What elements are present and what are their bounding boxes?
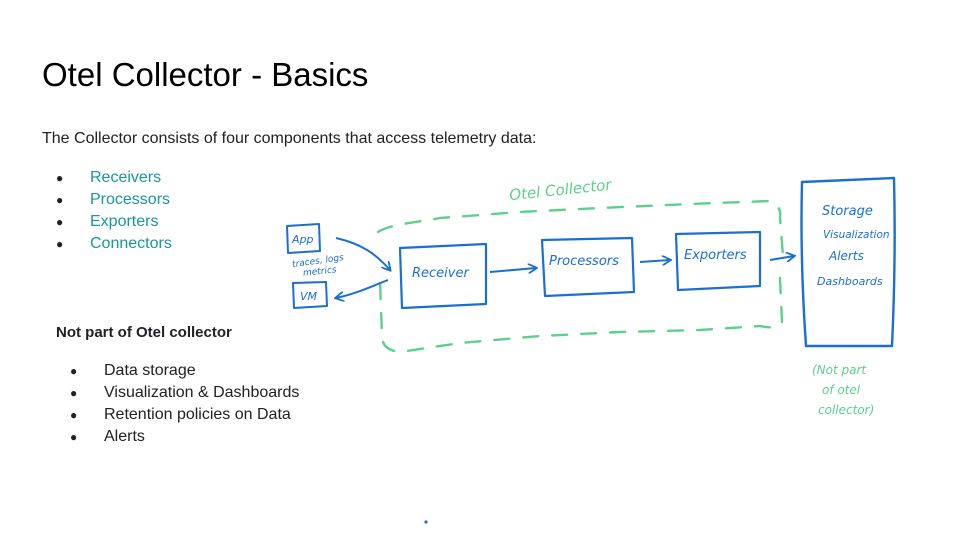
note-line-3: collector)	[818, 403, 874, 417]
processors-label: Processors	[549, 254, 619, 269]
exporters-label: Exporters	[684, 248, 747, 263]
dashboards-label: Dashboards	[817, 275, 883, 288]
processors-to-exporters-arrow	[639, 260, 670, 262]
processors-node: Processors	[540, 236, 636, 298]
bullet-dot: ●	[56, 193, 64, 207]
not-part-item: Alerts	[104, 428, 145, 445]
not-part-item: Visualization & Dashboards	[104, 384, 300, 401]
bullet-dot: ●	[56, 237, 64, 251]
storage-label: Storage	[822, 204, 873, 219]
not-part-heading: Not part of Otel collector	[56, 324, 232, 341]
vm-receiver-arrow	[336, 279, 389, 298]
exporters-node: Exporters	[674, 230, 762, 292]
vm-node: VM	[292, 281, 328, 309]
component-processors-link[interactable]: Processors	[90, 191, 171, 208]
note-line-2: of otel	[822, 383, 861, 397]
app-node: App	[286, 223, 321, 254]
bullet-dot: ●	[70, 408, 78, 422]
alerts-label: Alerts	[828, 249, 864, 263]
storage-node: Storage Visualization Alerts Dashboards	[800, 176, 896, 348]
collector-label: Otel Collector	[508, 176, 613, 205]
bullet-dot: ●	[56, 171, 64, 185]
visualization-label: Visualization	[823, 229, 890, 241]
component-receivers-link[interactable]: Receivers	[90, 169, 162, 186]
component-connectors-link[interactable]: Connectors	[90, 235, 172, 252]
note-line-1: (Not part	[812, 363, 867, 377]
signals-label-2: metrics	[303, 265, 338, 278]
bullet-dot: ●	[70, 364, 78, 378]
ink-dot	[424, 520, 428, 524]
vm-label: VM	[300, 290, 318, 303]
bullet-dot: ●	[56, 215, 64, 229]
not-part-item: Retention policies on Data	[104, 406, 291, 423]
receiver-label: Receiver	[412, 266, 470, 281]
app-label: App	[291, 233, 314, 246]
receiver-node: Receiver	[398, 242, 488, 310]
exporters-to-storage-arrow	[769, 256, 794, 260]
intro-text: The Collector consists of four component…	[42, 130, 537, 147]
receiver-to-processors-arrow	[489, 268, 536, 272]
component-exporters-link[interactable]: Exporters	[90, 213, 159, 230]
not-part-item: Data storage	[104, 362, 196, 379]
bullet-dot: ●	[70, 430, 78, 444]
slide-title: Otel Collector - Basics	[42, 56, 369, 93]
bullet-dot: ●	[70, 386, 78, 400]
collector-boundary	[376, 199, 785, 354]
app-to-receiver-arrow	[335, 237, 390, 270]
